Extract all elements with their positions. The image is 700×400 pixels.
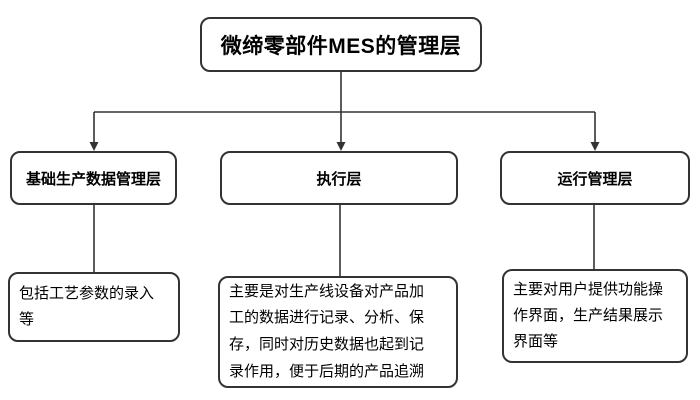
arrow-down-icon [590, 142, 600, 151]
node-root-title: 微缔零部件MES的管理层 [200, 17, 482, 72]
node-desc-operation-layer: 主要对用户提供功能操 作界面，生产结果展示 界面等 [502, 269, 688, 363]
node-branch-operation-layer: 运行管理层 [500, 151, 690, 205]
node-branch-execution-layer: 执行层 [220, 151, 458, 205]
node-desc-basic-data-layer: 包括工艺参数的录入 等 [8, 272, 180, 342]
node-branch-basic-data-layer: 基础生产数据管理层 [10, 151, 177, 205]
arrow-down-icon [89, 142, 99, 151]
node-desc-execution-layer: 主要是对生产线设备对产品加 工的数据进行记录、分析、保 存，同时对历史数据也起到… [218, 276, 458, 388]
arrow-down-icon [336, 142, 346, 151]
